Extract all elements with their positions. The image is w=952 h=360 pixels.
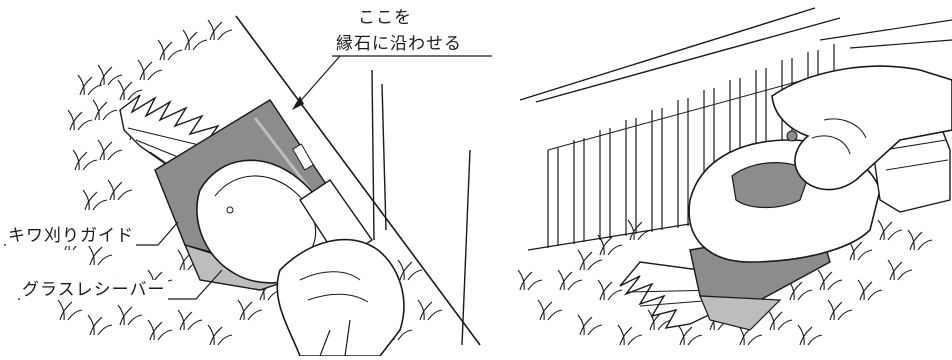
- left-illustration: [4, 15, 492, 357]
- curb-edge-line: [235, 15, 481, 346]
- hand-right: [771, 65, 952, 191]
- edge-guide-label: キワ刈りガイド: [6, 226, 136, 246]
- right-illustration: [517, 7, 952, 346]
- curb-instruction-line1: ここを: [356, 8, 414, 28]
- curb-instruction-line2: 縁石に沿わせる: [334, 34, 464, 54]
- grass-receiver-label: グラスレシーバー: [20, 280, 168, 300]
- hand-left: [276, 238, 405, 357]
